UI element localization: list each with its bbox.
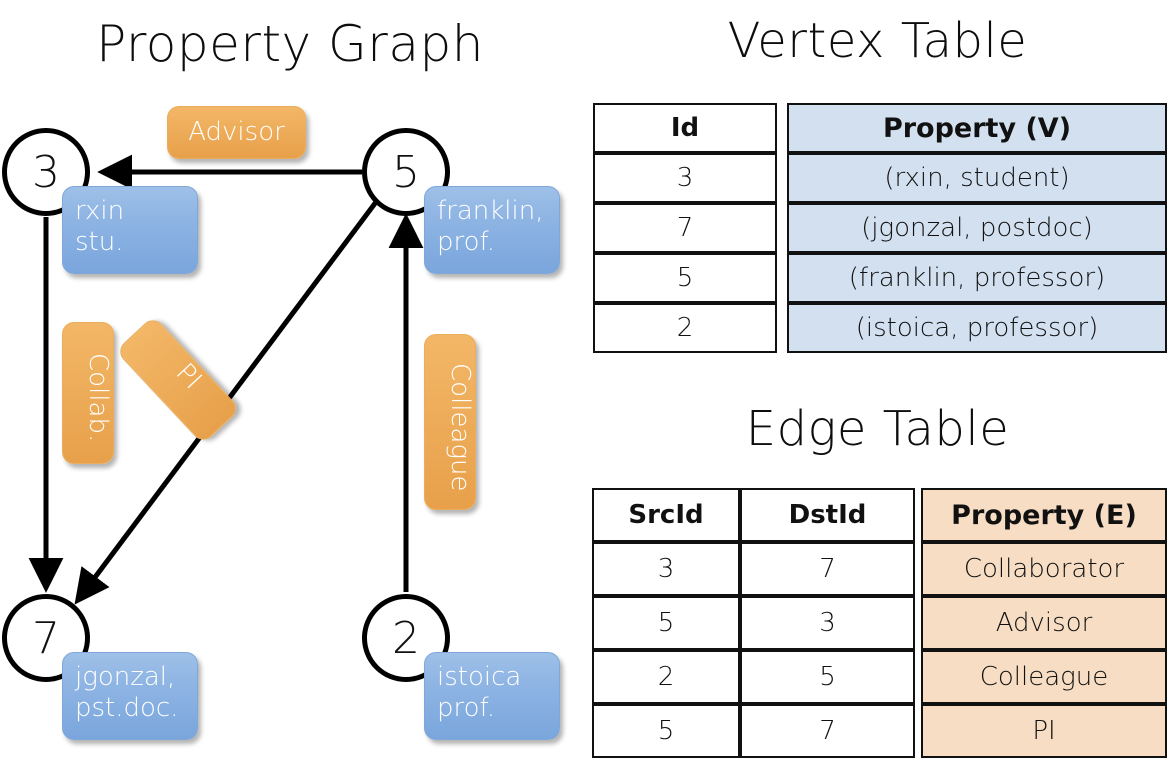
vertex-row-2-property: (franklin, professor) xyxy=(787,253,1167,303)
edge-label-box-collab[interactable]: Collab. xyxy=(62,322,114,464)
edge-row-3-src: 5 xyxy=(592,704,740,758)
vertex-row-0-property: (rxin, student) xyxy=(787,153,1167,203)
column-separator xyxy=(777,253,787,303)
vertex-row-3-property: (istoica, professor) xyxy=(787,303,1167,353)
table-row: 3 7 Collaborator xyxy=(592,542,1167,596)
vertex-property-istoica-line2: prof. xyxy=(437,692,496,723)
column-separator xyxy=(777,153,787,203)
edge-table: SrcId DstId Property (E) 3 7 Collaborato… xyxy=(592,488,1167,758)
edge-label-advisor: Advisor xyxy=(188,117,285,148)
column-separator xyxy=(777,203,787,253)
column-separator xyxy=(777,303,787,353)
graph-node-3-label: 3 xyxy=(32,146,60,198)
page-title-edge-table: Edge Table xyxy=(745,401,1010,457)
vertex-property-rxin-line1: rxin xyxy=(75,196,125,226)
property-graph-diagram: 3 5 7 2 rxin stu. franklin, prof. jgonza… xyxy=(2,106,560,740)
vertex-table-header-row: Id Property (V) xyxy=(593,103,1167,153)
vertex-row-3-id: 2 xyxy=(593,303,777,353)
vertex-property-jgonzal-line1: jgonzal, xyxy=(75,662,176,692)
edge-row-1-property: Advisor xyxy=(921,596,1167,650)
vertex-property-box-istoica[interactable]: istoica prof. xyxy=(424,652,560,740)
edge-row-0-dst: 7 xyxy=(740,542,915,596)
graph-node-7-label: 7 xyxy=(32,612,60,664)
edge-label-collab: Collab. xyxy=(83,353,113,443)
vertex-row-0-id: 3 xyxy=(593,153,777,203)
vertex-property-box-jgonzal[interactable]: jgonzal, pst.doc. xyxy=(62,652,198,740)
vertex-table-header-property: Property (V) xyxy=(787,103,1167,153)
edge-row-0-src: 3 xyxy=(592,542,740,596)
graph-node-2-label: 2 xyxy=(392,612,420,664)
vertex-property-jgonzal-line2: pst.doc. xyxy=(75,692,179,723)
page-title-vertex-table: Vertex Table xyxy=(727,13,1028,69)
table-row: 3 (rxin, student) xyxy=(593,153,1167,203)
table-row: 5 3 Advisor xyxy=(592,596,1167,650)
vertex-property-franklin-line2: prof. xyxy=(437,226,496,257)
graph-node-2[interactable]: 2 xyxy=(362,594,450,682)
vertex-property-box-franklin[interactable]: franklin, prof. xyxy=(424,186,560,274)
edge-row-2-property: Colleague xyxy=(921,650,1167,704)
vertex-property-istoica-line1: istoica xyxy=(437,662,522,692)
edge-row-3-dst: 7 xyxy=(740,704,915,758)
edge-row-0-property: Collaborator xyxy=(921,542,1167,596)
edge-table-header-property: Property (E) xyxy=(921,488,1167,542)
edge-row-2-dst: 5 xyxy=(740,650,915,704)
edge-row-3-property: PI xyxy=(921,704,1167,758)
edge-label-colleague: Colleague xyxy=(445,362,475,492)
edge-table-header-srcid: SrcId xyxy=(592,488,740,542)
vertex-table-header-id: Id xyxy=(593,103,777,153)
edge-table-header-dstid: DstId xyxy=(740,488,915,542)
edge-label-box-advisor[interactable]: Advisor xyxy=(167,106,306,159)
vertex-property-franklin-line1: franklin, xyxy=(437,196,544,226)
vertex-row-1-property: (jgonzal, postdoc) xyxy=(787,203,1167,253)
vertex-table: Id Property (V) 3 (rxin, student) 7 (jgo… xyxy=(593,103,1167,353)
table-row: 5 7 PI xyxy=(592,704,1167,758)
edge-row-1-src: 5 xyxy=(592,596,740,650)
vertex-row-2-id: 5 xyxy=(593,253,777,303)
column-separator xyxy=(777,103,787,153)
vertex-row-1-id: 7 xyxy=(593,203,777,253)
edge-table-header-row: SrcId DstId Property (E) xyxy=(592,488,1167,542)
edge-row-1-dst: 3 xyxy=(740,596,915,650)
graph-node-5-label: 5 xyxy=(392,146,420,198)
page-title-property-graph: Property Graph xyxy=(96,15,484,73)
edge-row-2-src: 2 xyxy=(592,650,740,704)
edge-label-box-colleague[interactable]: Colleague xyxy=(424,334,476,510)
table-row: 7 (jgonzal, postdoc) xyxy=(593,203,1167,253)
vertex-property-box-rxin[interactable]: rxin stu. xyxy=(62,186,198,274)
vertex-property-rxin-line2: stu. xyxy=(75,226,124,257)
table-row: 5 (franklin, professor) xyxy=(593,253,1167,303)
table-row: 2 5 Colleague xyxy=(592,650,1167,704)
table-row: 2 (istoica, professor) xyxy=(593,303,1167,353)
